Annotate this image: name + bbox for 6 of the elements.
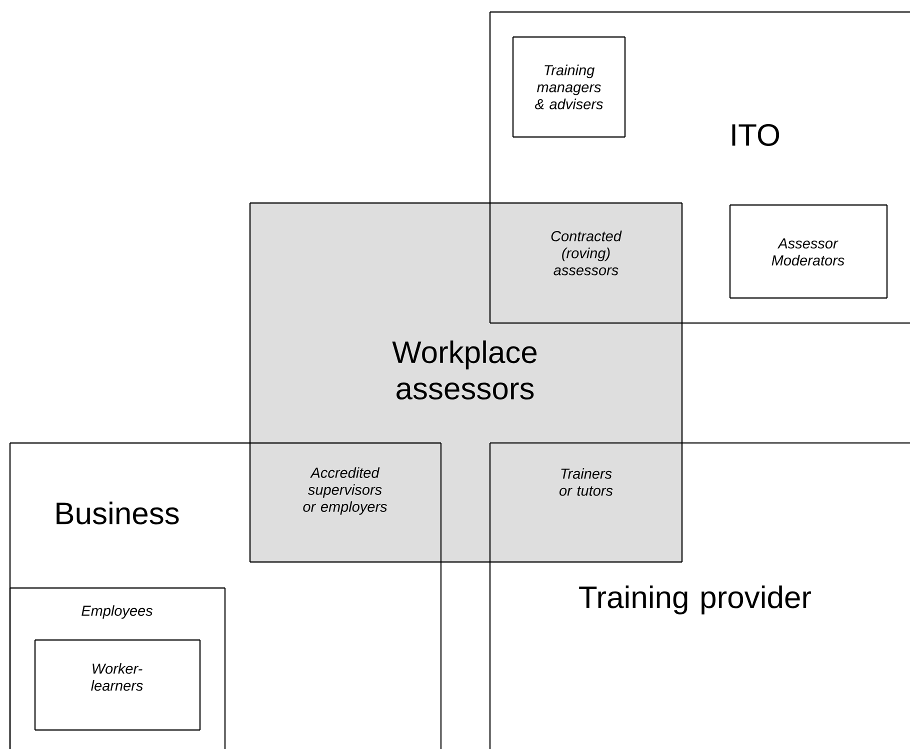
overlap-region: Contracted (roving) assessors bbox=[551, 230, 622, 276]
overlap-region: Accredited supervisors or employers bbox=[303, 467, 387, 515]
role-box: Assessor Moderators bbox=[729, 204, 888, 299]
overlap-region: Trainers or tutors bbox=[559, 468, 613, 496]
role-box: Worker-learners bbox=[34, 639, 201, 731]
role-box: Training managers & advisers bbox=[512, 36, 626, 138]
